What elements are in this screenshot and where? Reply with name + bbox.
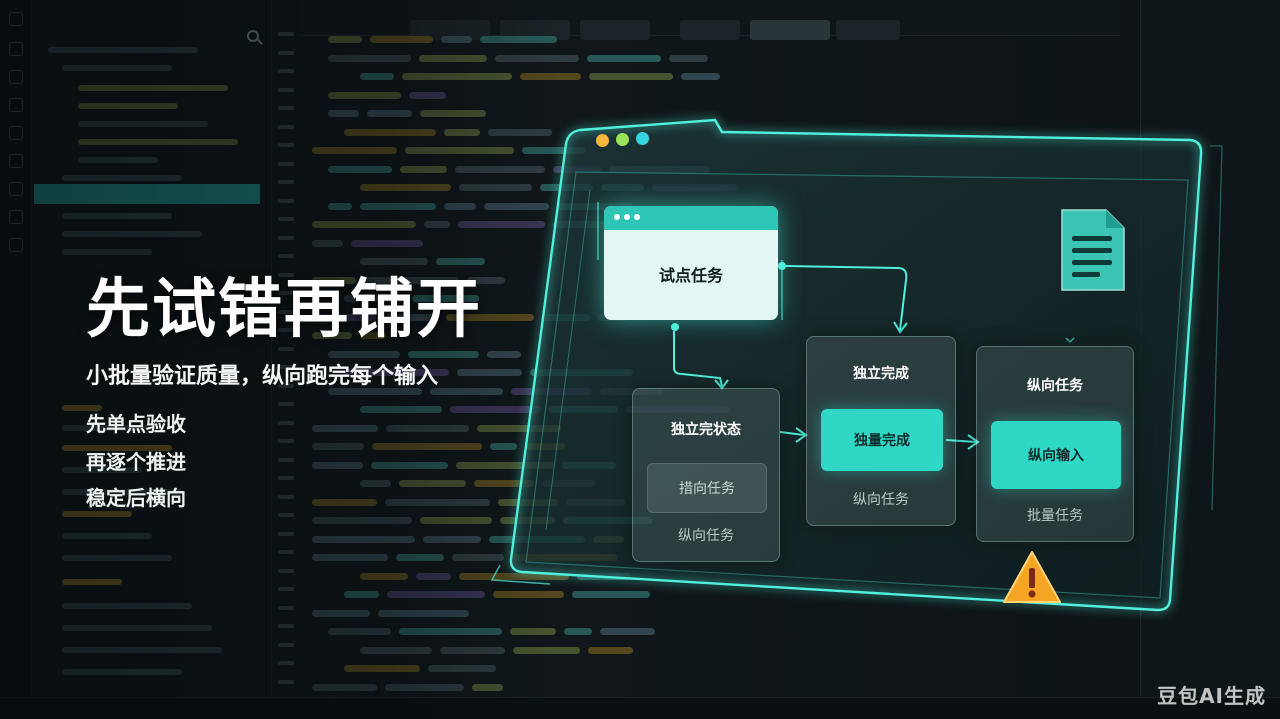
code-token	[681, 73, 720, 80]
hero-subtitle: 小批量验证质量，纵向跑完每个输入	[86, 364, 439, 389]
card-pill[interactable]: 独量完成	[821, 409, 943, 471]
card-title: 纵向任务	[1027, 378, 1083, 394]
code-token	[600, 628, 655, 635]
window-dot-red[interactable]	[596, 134, 609, 147]
window-dot	[624, 214, 630, 220]
editor-tab[interactable]	[680, 20, 740, 40]
editor-tab[interactable]	[836, 20, 900, 40]
editor-tab[interactable]	[580, 20, 650, 40]
hero-bullet: 再逐个推进	[86, 450, 186, 474]
window-dot-cyan[interactable]	[636, 132, 649, 145]
text-shade	[0, 0, 560, 719]
card-footer: 批量任务	[1027, 508, 1083, 524]
window-dot	[634, 214, 640, 220]
hero-bullet: 先单点验收	[86, 412, 186, 436]
flow-panel: 试点任务 独立完状态 措向任务 纵向任务 独立完成 独量完成 纵向任务 纵向任务…	[470, 110, 1230, 670]
card-complete[interactable]: 独立完成 独量完成 纵向任务	[806, 336, 956, 526]
window-dot	[614, 214, 620, 220]
warning-icon	[1003, 551, 1061, 603]
code-token	[588, 646, 633, 654]
card-titlebar	[604, 206, 778, 230]
code-token	[589, 73, 673, 80]
document-icon	[1061, 209, 1125, 291]
card-pill[interactable]: 措向任务	[647, 463, 767, 513]
hero-title: 先试错再铺开	[86, 273, 482, 347]
card-title: 独立完状态	[671, 422, 741, 438]
ai-watermark: 豆包AI生成	[1157, 684, 1266, 708]
card-pill[interactable]: 纵向输入	[991, 421, 1121, 489]
card-state[interactable]: 独立完状态 措向任务 纵向任务	[632, 388, 780, 562]
code-token	[587, 54, 661, 62]
editor-tab[interactable]	[750, 20, 830, 40]
code-token	[572, 591, 650, 598]
window-dot-green[interactable]	[616, 133, 629, 146]
code-token	[669, 54, 708, 62]
card-vertical[interactable]: 纵向任务 纵向输入 批量任务	[976, 346, 1134, 542]
code-token	[564, 628, 592, 635]
hero-bullet: 稳定后横向	[86, 486, 186, 510]
pilot-task-card[interactable]: 试点任务	[604, 206, 778, 320]
card-footer: 纵向任务	[853, 492, 909, 508]
card-footer: 纵向任务	[678, 528, 734, 544]
card-title: 独立完成	[853, 366, 909, 382]
pilot-task-label: 试点任务	[658, 266, 723, 285]
